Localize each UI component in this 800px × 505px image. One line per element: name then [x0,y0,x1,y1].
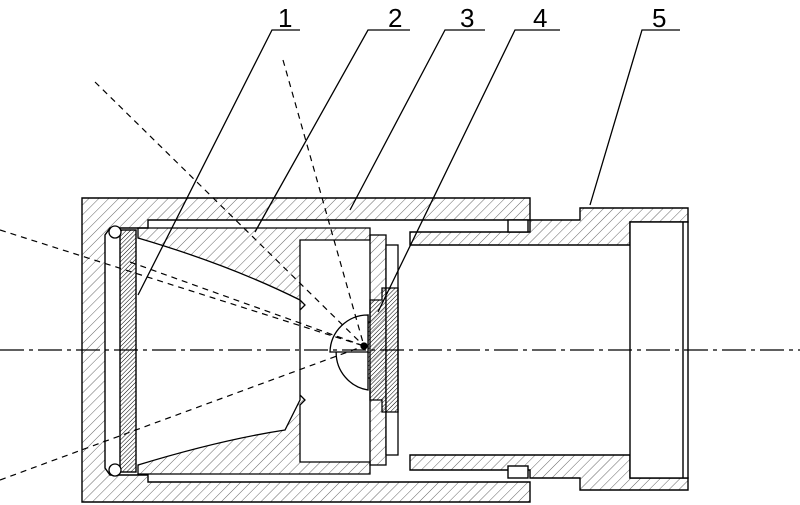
reflector [137,227,371,475]
optical-lines [0,59,800,481]
label-4: 4 [533,3,547,33]
leader-3 [349,29,485,211]
label-1: 1 [278,3,292,33]
leader-4 [377,29,560,313]
seal-ring-top [108,225,122,239]
label-2: 2 [388,3,402,33]
lens-plate [119,229,137,473]
leader-lines [137,29,680,313]
label-3: 3 [460,3,474,33]
leader-1 [137,29,300,296]
leader-2 [254,29,410,233]
tube [409,207,689,491]
housing [81,197,531,503]
seal-ring-bottom [108,463,122,477]
label-5: 5 [652,3,666,33]
leader-5 [589,29,680,206]
